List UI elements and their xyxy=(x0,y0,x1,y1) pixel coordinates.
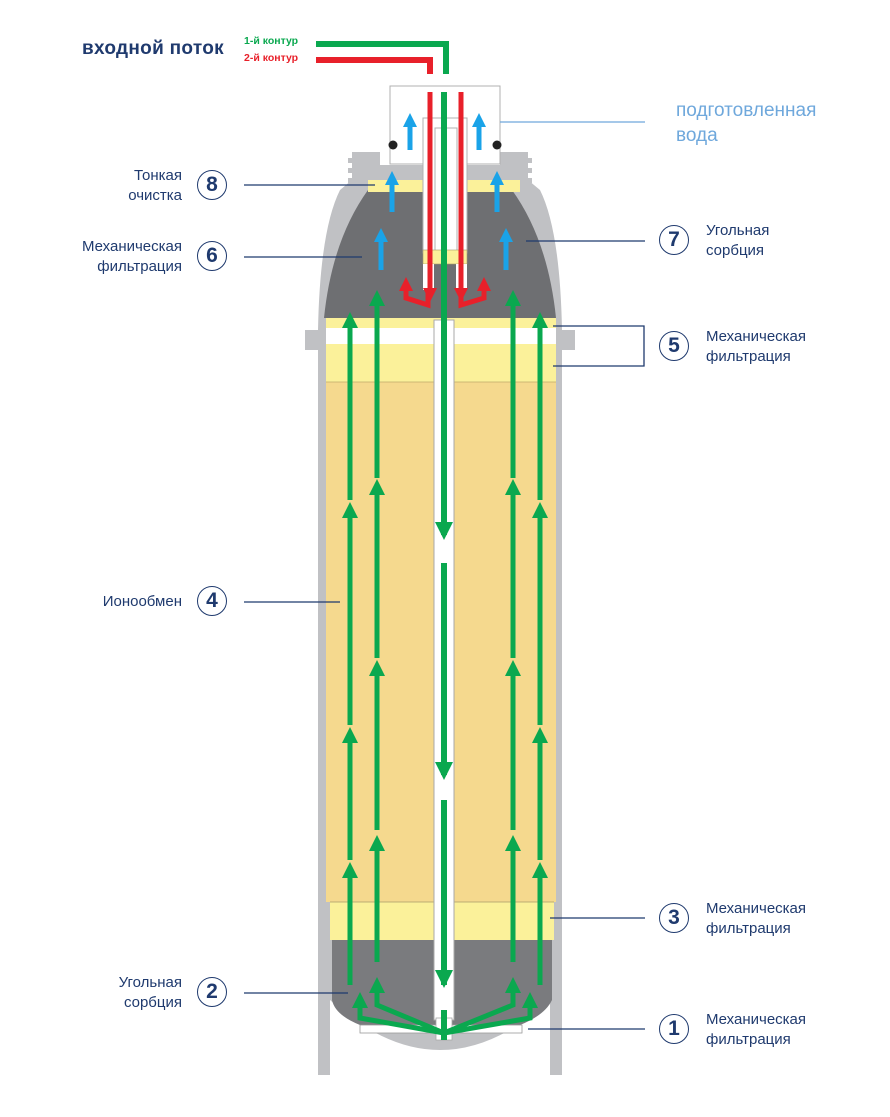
outflow-label: подготовленная вода xyxy=(676,98,816,148)
inflow-contour-2 xyxy=(316,57,468,302)
stage-7-line1: Угольная xyxy=(706,222,770,239)
o-ring-left xyxy=(388,140,398,150)
stage-3-line2: фильтрация xyxy=(706,920,791,937)
bottom-fan-arrows xyxy=(351,976,539,1036)
red-turn-arrows xyxy=(399,277,491,309)
stage-4-line1: Ионообмен xyxy=(102,593,182,610)
stage-1-line1: Механическая xyxy=(706,1011,807,1028)
blue-arrows xyxy=(374,113,513,270)
stage-5-number: 5 xyxy=(659,331,689,361)
contour-1-label: 1-й контур xyxy=(244,35,299,47)
stage-6-number: 6 xyxy=(197,241,227,271)
stage-3-number: 3 xyxy=(659,903,689,933)
stage-8-line1: Тонкая xyxy=(134,167,182,184)
stage-8-label: Тонкая очистка xyxy=(128,166,182,206)
stage-6-label: Механическая фильтрация xyxy=(82,237,182,277)
stage-2-line1: Угольная xyxy=(118,974,182,991)
stage-8-number: 8 xyxy=(197,170,227,200)
o-ring-right xyxy=(492,140,502,150)
stage-4-label: Ионообмен xyxy=(103,592,182,612)
stage-2-label: Угольная сорбция xyxy=(119,973,182,1013)
green-arrows xyxy=(341,289,549,985)
stage-2-line2: сорбция xyxy=(123,994,182,1011)
stage-5-label: Механическая фильтрация xyxy=(706,327,806,367)
inflow-contour-1 xyxy=(316,41,449,1040)
stage-5-line1: Механическая xyxy=(706,328,807,345)
stage-7-label: Угольная сорбция xyxy=(706,221,769,261)
stage-8-line2: очистка xyxy=(128,187,182,204)
stage-7-line2: сорбция xyxy=(706,242,765,259)
stage-3-line1: Механическая xyxy=(706,900,807,917)
stage-2-number: 2 xyxy=(197,977,227,1007)
stage-7-number: 7 xyxy=(659,225,689,255)
stage-1-label: Механическая фильтрация xyxy=(706,1010,806,1050)
stage-5-line2: фильтрация xyxy=(706,348,791,365)
outflow-label-line2: вода xyxy=(676,125,718,146)
stage-3-label: Механическая фильтрация xyxy=(706,899,806,939)
central-down-arrows xyxy=(435,522,453,988)
stage-4-number: 4 xyxy=(197,586,227,616)
stage-1-line2: фильтрация xyxy=(706,1031,791,1048)
stage-1-number: 1 xyxy=(659,1014,689,1044)
inflow-label: входной поток xyxy=(82,38,224,59)
leader-lines xyxy=(244,121,645,1030)
contour-2-label: 2-й контур xyxy=(244,52,299,64)
outflow-label-line1: подготовленная xyxy=(676,100,817,121)
stage-6-line1: Механическая xyxy=(81,238,182,255)
stage-6-line2: фильтрация xyxy=(97,258,182,275)
